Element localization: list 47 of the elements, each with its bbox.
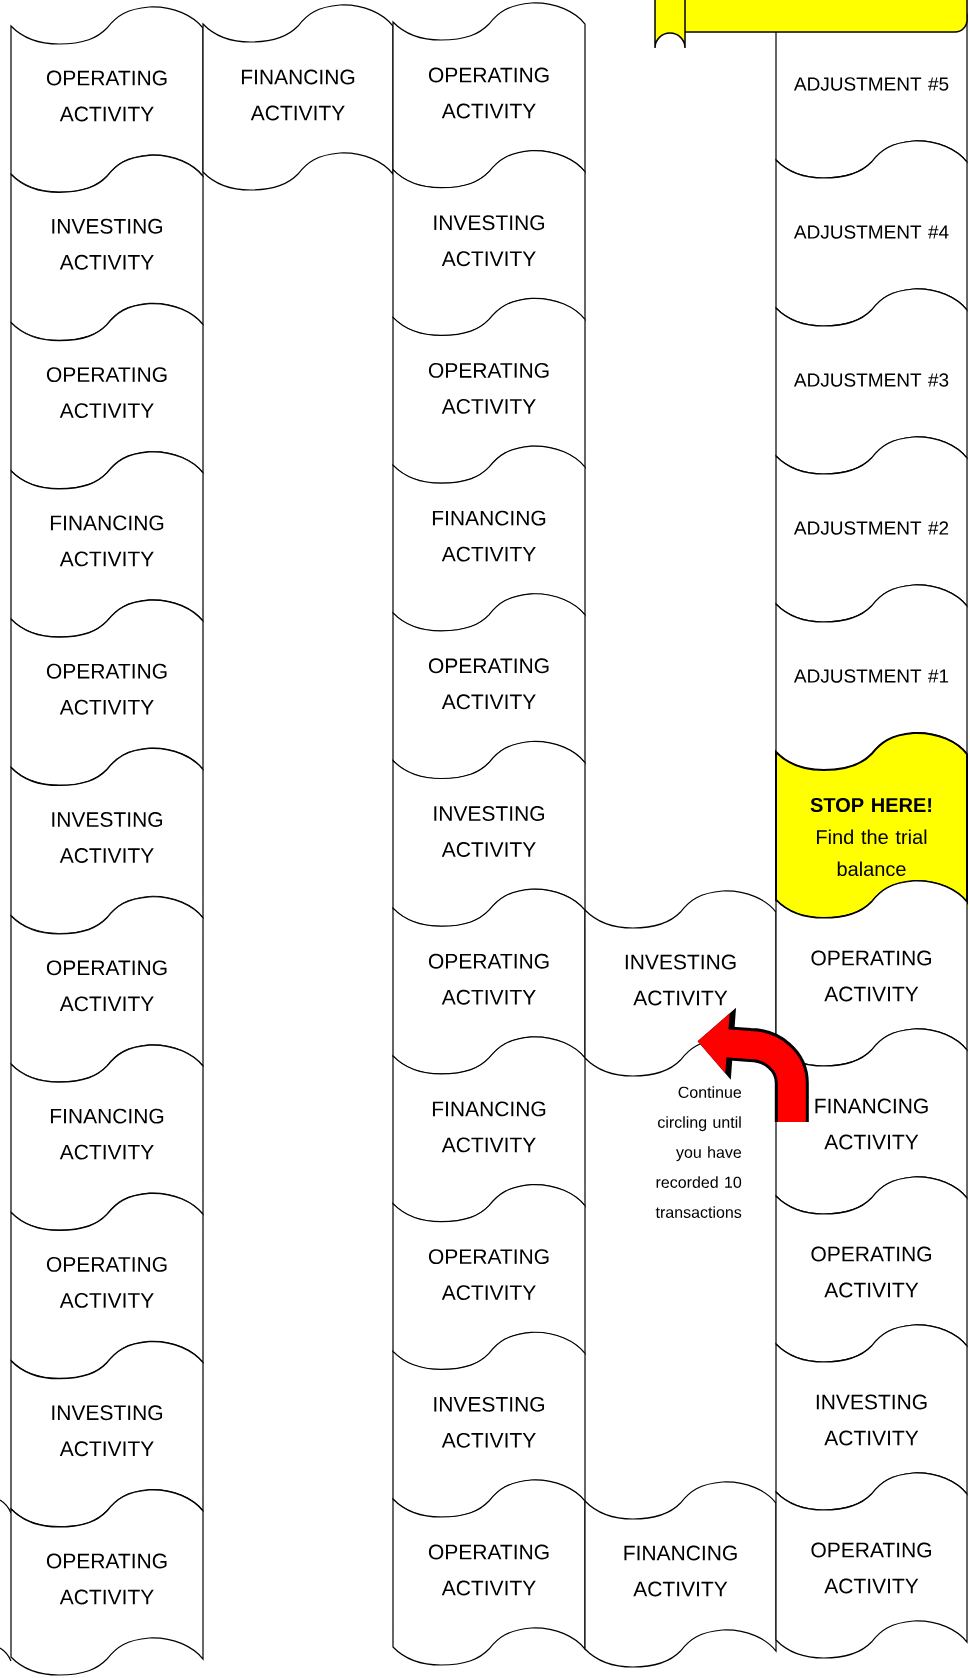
board-tile: OPERATING ACTIVITY: [10, 896, 204, 1083]
board-tile: INVESTING ACTIVITY: [10, 747, 204, 935]
board-tile: OPERATING ACTIVITY: [392, 1479, 586, 1666]
board-tile: ADJUSTMENT #2: [775, 436, 968, 623]
node-label: OPERATING ACTIVITY: [46, 1553, 167, 1605]
board-tile: OPERATING ACTIVITY: [392, 2, 586, 189]
node-label: OPERATING ACTIVITY: [428, 1544, 549, 1596]
node-label: OPERATING ACTIVITY: [811, 1246, 931, 1298]
node-label: ADJUSTMENT #1: [793, 669, 949, 683]
board-tile: OPERATING ACTIVITY: [10, 6, 204, 193]
board-tile: OPERATING ACTIVITY: [775, 1472, 968, 1659]
board-tile: OPERATING ACTIVITY: [775, 1176, 968, 1363]
node-label: INVESTING ACTIVITY: [816, 1394, 927, 1446]
board-tile: OPERATING ACTIVITY: [10, 1192, 204, 1379]
board-tile: INVESTING ACTIVITY: [392, 150, 586, 337]
stop-tile: STOP HERE! Find the trial balance: [775, 732, 968, 919]
board-tile: FINANCING ACTIVITY: [584, 1481, 777, 1668]
board-tile: INVESTING ACTIVITY: [10, 1341, 204, 1528]
board-tile: ADJUSTMENT #4: [775, 140, 968, 327]
board-tile: FINANCING ACTIVITY: [392, 445, 586, 632]
board-tile: OPERATING ACTIVITY: [392, 888, 586, 1075]
board-tile: INVESTING ACTIVITY: [775, 1324, 968, 1511]
board-tile: INVESTING ACTIVITY: [584, 890, 777, 1077]
node-label: ADJUSTMENT #3: [793, 373, 949, 387]
board-tile: OPERATING ACTIVITY: [10, 1489, 204, 1676]
node-label: OPERATING ACTIVITY: [811, 950, 931, 1002]
board-tile: ADJUSTMENT #3: [775, 288, 968, 475]
board-tile: ADJUSTMENT #1: [775, 584, 968, 771]
board-tile: OPERATING ACTIVITY: [392, 1184, 586, 1371]
board-tile: FINANCING ACTIVITY: [10, 451, 204, 638]
board-tile: OPERATING ACTIVITY: [392, 297, 586, 484]
board-tile: FINANCING ACTIVITY: [202, 4, 394, 191]
board-tile: INVESTING ACTIVITY: [10, 154, 204, 341]
instruction-text: Continue circling until you have recorded 10 transactions: [655, 1086, 742, 1218]
board-tile: OPERATING ACTIVITY: [10, 599, 204, 786]
node-label: OPERATING ACTIVITY: [811, 1542, 931, 1594]
board-tile: FINANCING ACTIVITY: [10, 1044, 204, 1231]
board-tile: OPERATING ACTIVITY: [10, 302, 204, 490]
board-tile: OPERATING ACTIVITY: [392, 593, 586, 780]
board-tile: INVESTING ACTIVITY: [392, 740, 586, 928]
board-tile: FINANCING ACTIVITY: [392, 1036, 586, 1223]
node-label: FINANCING ACTIVITY: [624, 1545, 737, 1597]
node-label: ADJUSTMENT #4: [793, 225, 949, 239]
node-label: ADJUSTMENT #2: [793, 521, 949, 535]
board-tile: OPERATING ACTIVITY: [775, 880, 968, 1067]
board-tile: INVESTING ACTIVITY: [392, 1331, 586, 1518]
node-label: FINANCING ACTIVITY: [815, 1098, 928, 1150]
